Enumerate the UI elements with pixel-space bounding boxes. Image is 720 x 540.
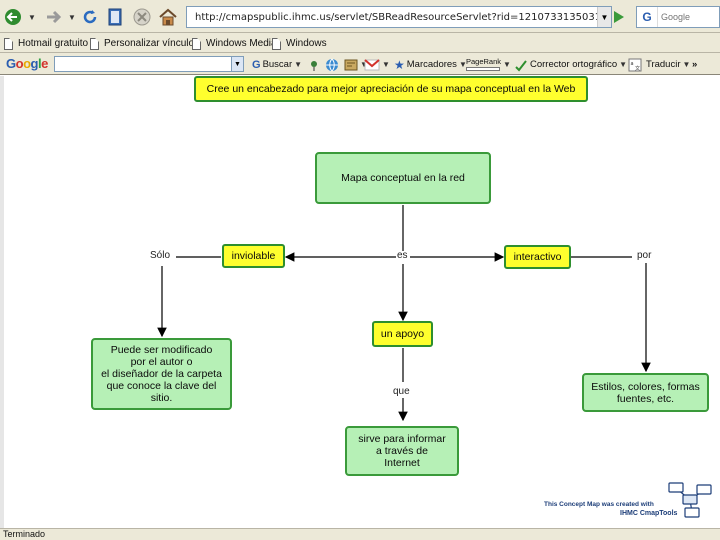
bookmarks-label: Marcadores (406, 59, 457, 70)
star-icon: ★ (394, 57, 405, 72)
pagerank-label: PageRank (466, 57, 502, 66)
google-toolbar: Google ▼ G Buscar ▼ ▼ ▼ ★ Marcadores ▼ P… (0, 53, 720, 75)
chevron-down-icon[interactable]: ▼ (503, 60, 511, 69)
status-text: Terminado (3, 529, 46, 539)
header-banner: Cree un encabezado para mejor apreciació… (194, 76, 588, 102)
back-button[interactable]: ▼ (4, 6, 36, 28)
concept-main[interactable]: Mapa conceptual en la red (315, 152, 491, 204)
concept-inviolable[interactable]: inviolable (222, 244, 285, 268)
link-word-por: por (637, 250, 652, 261)
link-word-es: es (397, 250, 408, 261)
concept-modificado[interactable]: Puede ser modificado por el autor o el d… (91, 338, 232, 410)
book-icon (108, 8, 122, 26)
address-bar[interactable]: http://cmapspublic.ihmc.us/servlet/SBRea… (186, 6, 612, 28)
page-left-edge (0, 76, 4, 528)
bookmark-label: Windows (286, 38, 327, 49)
back-dropdown-icon[interactable]: ▼ (28, 12, 36, 22)
spellcheck-button[interactable]: Corrector ortográfico ▼ (514, 57, 627, 72)
bookmark-hotmail[interactable]: Hotmail gratuito (4, 36, 88, 51)
chevron-down-icon[interactable]: ▼ (682, 60, 691, 69)
stop-button[interactable] (132, 6, 152, 28)
google-g-icon: G (252, 58, 261, 71)
home-icon (159, 8, 177, 26)
reload-button[interactable] (80, 6, 100, 28)
bookmark-windows-media[interactable]: Windows Media (192, 36, 277, 51)
translate-label: Traducir (646, 59, 681, 70)
forward-dropdown-icon[interactable]: ▼ (68, 12, 76, 22)
chevron-down-icon[interactable]: ▼ (360, 60, 368, 69)
translate-icon: a文 (628, 58, 642, 72)
google-search-button[interactable]: G Buscar ▼ (252, 57, 302, 72)
chevron-down-icon[interactable]: ▼ (458, 60, 467, 69)
home-button[interactable] (158, 6, 178, 28)
search-input[interactable] (661, 12, 719, 22)
concept-modificado-label: Puede ser modificado por el autor o el d… (101, 344, 222, 404)
cmaptools-credit-line2: IHMC CmapTools (620, 510, 678, 517)
google-search-dropdown-icon[interactable]: ▼ (232, 56, 244, 72)
bookmark-label: Hotmail gratuito (18, 38, 89, 49)
status-bar: Terminado (0, 528, 720, 540)
back-arrow-icon (5, 9, 21, 25)
pagerank-indicator[interactable]: PageRank ▼ (466, 57, 511, 72)
link-word-que: que (393, 386, 410, 397)
cmaptools-credit-line1: This Concept Map was created with (544, 501, 654, 508)
forward-button[interactable]: ▼ (44, 6, 76, 28)
concept-estilos-label: Estilos, colores, formas fuentes, etc. (591, 380, 700, 405)
google-logo[interactable]: Google (6, 56, 48, 71)
navigation-toolbar: ▼ ▼ http://cmapspublic.ihmc.us/servlet/S… (0, 0, 720, 33)
spellcheck-icon (515, 59, 527, 72)
bookmark-windows[interactable]: Windows (272, 36, 327, 51)
header-banner-text: Cree un encabezado para mejor apreciació… (206, 83, 576, 95)
cmaptools-logo-icon (668, 482, 712, 518)
toolbar-tools-group[interactable]: ▼ (308, 57, 368, 72)
toolbar-overflow-button[interactable]: » (692, 59, 698, 70)
gmail-button[interactable]: ▼ (364, 57, 390, 72)
reload-icon (83, 10, 97, 24)
pagerank-bar (466, 67, 500, 71)
stop-icon (133, 8, 151, 26)
bookmark-label: Personalizar vínculos (104, 38, 200, 49)
concept-apoyo-label: un apoyo (380, 328, 425, 340)
gmail-icon (364, 58, 380, 70)
url-history-dropdown-icon[interactable]: ▼ (597, 7, 611, 27)
google-bookmarks-button[interactable]: ★ Marcadores ▼ (394, 57, 467, 72)
concept-inviolable-label: inviolable (231, 250, 276, 262)
chevron-down-icon[interactable]: ▼ (619, 60, 628, 69)
concept-main-label: Mapa conceptual en la red (341, 172, 465, 184)
concept-apoyo[interactable]: un apoyo (372, 321, 433, 347)
concept-interactivo[interactable]: interactivo (504, 245, 571, 269)
svg-text:a: a (631, 61, 634, 67)
concept-informar-label: sirve para informar a través de Internet (358, 433, 446, 469)
bookmark-page-icon (90, 37, 99, 50)
bookmark-page-icon (272, 37, 281, 50)
go-arrow-icon (614, 11, 624, 23)
bookmarks-sidebar-button[interactable] (106, 6, 124, 28)
concept-informar[interactable]: sirve para informar a través de Internet (345, 426, 459, 476)
concept-estilos[interactable]: Estilos, colores, formas fuentes, etc. (582, 373, 709, 412)
go-button[interactable] (612, 9, 626, 25)
spellcheck-label: Corrector ortográfico (530, 59, 618, 70)
google-search-label: Buscar (262, 59, 293, 70)
globe-icon (326, 58, 338, 71)
svg-text:文: 文 (635, 65, 640, 72)
chevron-down-icon[interactable]: ▼ (382, 60, 390, 69)
bookmarks-toolbar: Hotmail gratuito Personalizar vínculos W… (0, 33, 720, 53)
cmaptools-credit[interactable]: This Concept Map was created with IHMC C… (540, 480, 716, 525)
bookmark-personalizar[interactable]: Personalizar vínculos (90, 36, 199, 51)
concept-interactivo-label: interactivo (513, 251, 562, 263)
search-engine-google-icon[interactable]: G (637, 7, 658, 27)
pin-icon (311, 60, 317, 71)
url-text[interactable]: http://cmapspublic.ihmc.us/servlet/SBRea… (195, 11, 611, 23)
bookmark-page-icon (4, 37, 13, 50)
popup-blocker-icon (344, 59, 358, 70)
google-search-input[interactable] (54, 56, 232, 72)
bookmark-label: Windows Media (206, 38, 277, 49)
bookmark-page-icon (192, 37, 201, 50)
forward-arrow-icon (47, 10, 62, 24)
chevron-down-icon[interactable]: ▼ (294, 60, 303, 69)
link-word-solo: Sólo (150, 250, 171, 261)
